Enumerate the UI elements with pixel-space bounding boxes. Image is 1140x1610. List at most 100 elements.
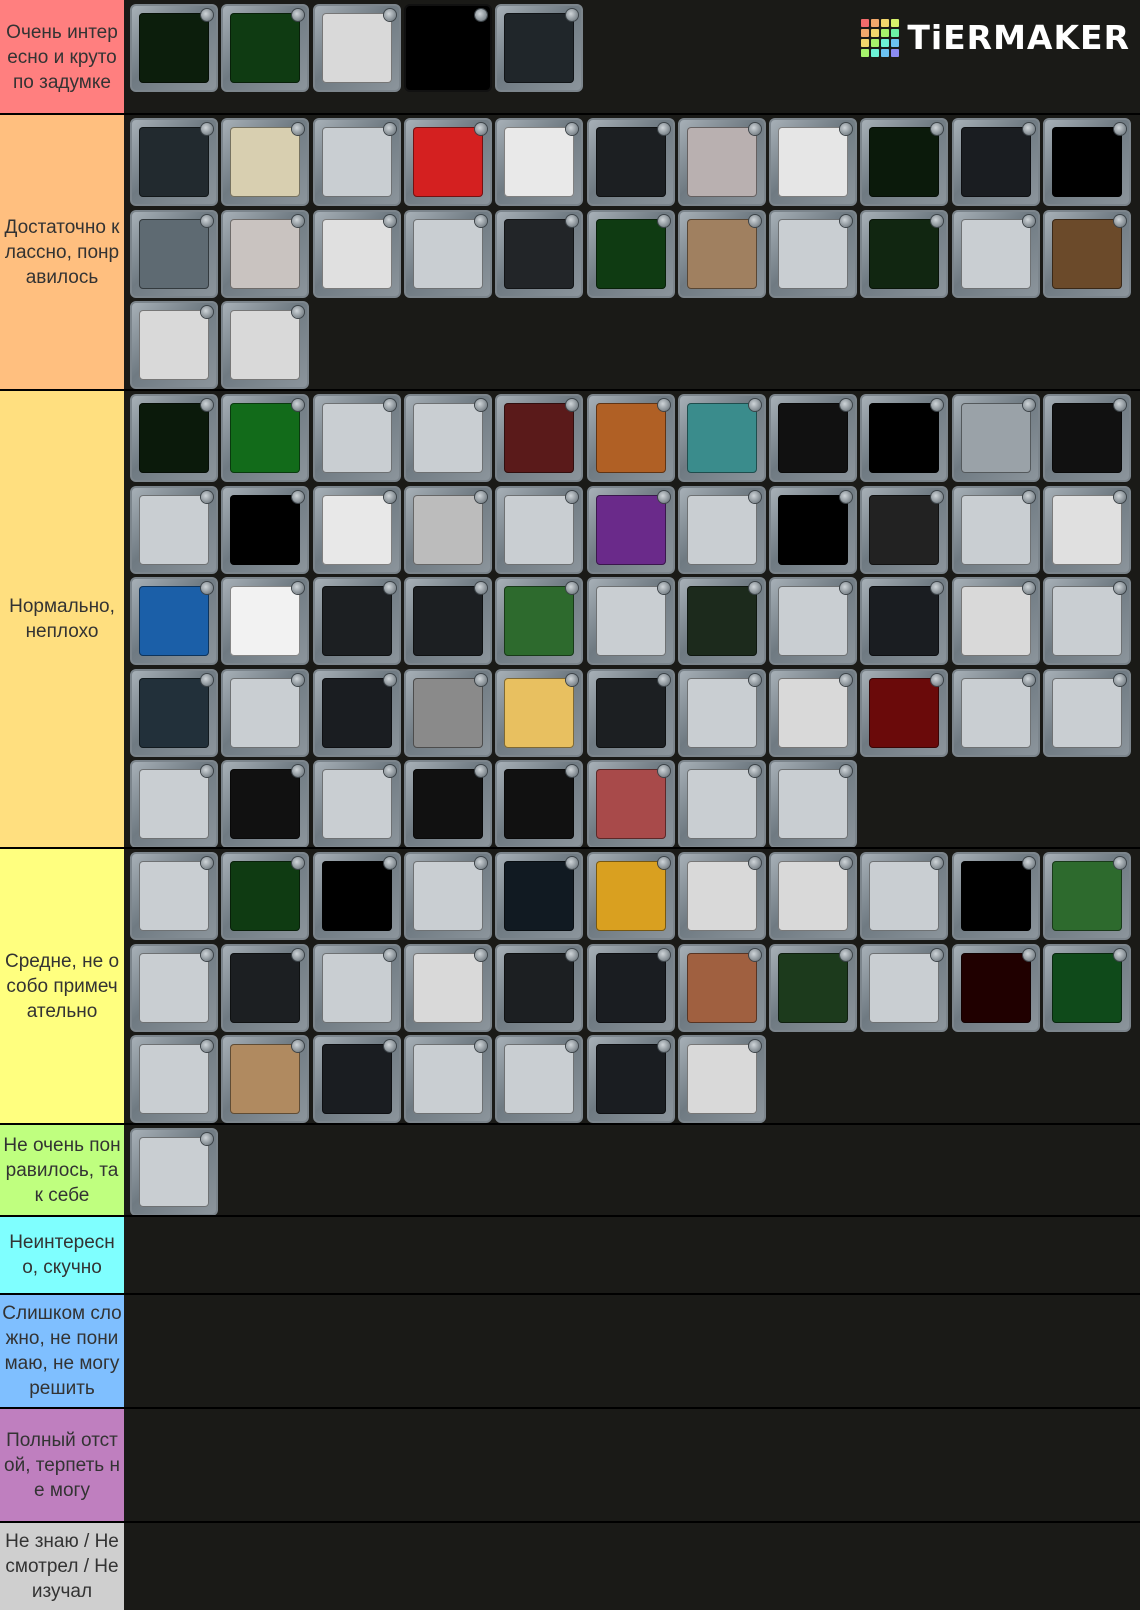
- module-tile[interactable]: [221, 301, 310, 389]
- module-tile[interactable]: [586, 485, 675, 574]
- module-tile[interactable]: [860, 943, 949, 1032]
- module-tile[interactable]: [677, 577, 766, 665]
- module-tile[interactable]: [312, 485, 401, 574]
- module-tile[interactable]: [677, 118, 766, 206]
- module-tile[interactable]: [495, 209, 584, 298]
- module-tile[interactable]: [1043, 852, 1131, 940]
- tier-label[interactable]: Средне, не особо примечательно: [0, 848, 124, 1124]
- module-tile[interactable]: [860, 209, 949, 298]
- module-tile[interactable]: [769, 209, 858, 298]
- module-tile[interactable]: [951, 943, 1040, 1032]
- module-tile[interactable]: [312, 852, 401, 940]
- tier-items[interactable]: [126, 1216, 1140, 1294]
- module-tile[interactable]: [221, 118, 310, 206]
- module-tile[interactable]: [769, 577, 858, 665]
- module-tile[interactable]: [951, 209, 1040, 298]
- module-tile[interactable]: [221, 668, 310, 757]
- module-tile[interactable]: [951, 485, 1040, 574]
- module-tile[interactable]: [586, 668, 675, 757]
- module-tile[interactable]: [586, 1035, 675, 1123]
- tier-items[interactable]: [126, 848, 1140, 1124]
- module-tile[interactable]: [860, 668, 949, 757]
- module-tile[interactable]: [769, 485, 858, 574]
- module-tile[interactable]: [677, 394, 766, 482]
- module-tile[interactable]: [769, 943, 858, 1032]
- module-tile[interactable]: [1043, 668, 1131, 757]
- module-tile[interactable]: [586, 760, 675, 848]
- module-tile[interactable]: [221, 577, 310, 665]
- module-tile[interactable]: [312, 577, 401, 665]
- module-tile[interactable]: [586, 577, 675, 665]
- module-tile[interactable]: [495, 577, 584, 665]
- tier-label[interactable]: Очень интересно и круто по задумке: [0, 0, 124, 114]
- module-tile[interactable]: [403, 394, 492, 482]
- module-tile[interactable]: [403, 4, 492, 92]
- module-tile[interactable]: [1043, 209, 1131, 298]
- module-tile[interactable]: [769, 118, 858, 206]
- module-tile[interactable]: [130, 301, 218, 389]
- module-tile[interactable]: [403, 760, 492, 848]
- module-tile[interactable]: [130, 1128, 218, 1216]
- module-tile[interactable]: [495, 1035, 584, 1123]
- module-tile[interactable]: [951, 394, 1040, 482]
- tier-items[interactable]: [126, 1522, 1140, 1610]
- tier-label[interactable]: Полный отстой, терпеть не могу: [0, 1408, 124, 1522]
- module-tile[interactable]: [769, 852, 858, 940]
- module-tile[interactable]: [586, 852, 675, 940]
- tier-label[interactable]: Не очень понравилось, так себе: [0, 1124, 124, 1216]
- module-tile[interactable]: [312, 209, 401, 298]
- module-tile[interactable]: [403, 1035, 492, 1123]
- module-tile[interactable]: [495, 4, 584, 92]
- module-tile[interactable]: [130, 852, 218, 940]
- module-tile[interactable]: [677, 668, 766, 757]
- module-tile[interactable]: [130, 1035, 218, 1123]
- tier-label[interactable]: Неинтересно, скучно: [0, 1216, 124, 1294]
- module-tile[interactable]: [221, 943, 310, 1032]
- module-tile[interactable]: [312, 760, 401, 848]
- tier-items[interactable]: [126, 1294, 1140, 1408]
- module-tile[interactable]: [403, 577, 492, 665]
- module-tile[interactable]: [1043, 394, 1131, 482]
- module-tile[interactable]: [495, 943, 584, 1032]
- module-tile[interactable]: [495, 118, 584, 206]
- module-tile[interactable]: [951, 852, 1040, 940]
- tier-label[interactable]: Достаточно классно, понравилось: [0, 114, 124, 390]
- module-tile[interactable]: [130, 118, 218, 206]
- module-tile[interactable]: [221, 209, 310, 298]
- module-tile[interactable]: [495, 485, 584, 574]
- tier-items[interactable]: [126, 1408, 1140, 1522]
- module-tile[interactable]: [951, 577, 1040, 665]
- module-tile[interactable]: [130, 943, 218, 1032]
- module-tile[interactable]: [403, 485, 492, 574]
- module-tile[interactable]: [130, 209, 218, 298]
- module-tile[interactable]: [130, 668, 218, 757]
- tier-label[interactable]: Не знаю / Не смотрел / Не изучал: [0, 1522, 124, 1610]
- module-tile[interactable]: [312, 668, 401, 757]
- module-tile[interactable]: [130, 760, 218, 848]
- module-tile[interactable]: [769, 668, 858, 757]
- module-tile[interactable]: [403, 118, 492, 206]
- module-tile[interactable]: [586, 394, 675, 482]
- module-tile[interactable]: [221, 760, 310, 848]
- module-tile[interactable]: [403, 852, 492, 940]
- module-tile[interactable]: [860, 118, 949, 206]
- tier-label[interactable]: Слишком сложно, не понимаю, не могу реши…: [0, 1294, 124, 1408]
- module-tile[interactable]: [403, 668, 492, 757]
- module-tile[interactable]: [586, 943, 675, 1032]
- tier-items[interactable]: [126, 1124, 1140, 1216]
- module-tile[interactable]: [495, 394, 584, 482]
- module-tile[interactable]: [677, 943, 766, 1032]
- module-tile[interactable]: [130, 4, 218, 92]
- module-tile[interactable]: [312, 4, 401, 92]
- tier-items[interactable]: [126, 0, 1140, 114]
- module-tile[interactable]: [860, 394, 949, 482]
- module-tile[interactable]: [586, 209, 675, 298]
- module-tile[interactable]: [860, 577, 949, 665]
- module-tile[interactable]: [221, 485, 310, 574]
- module-tile[interactable]: [221, 394, 310, 482]
- module-tile[interactable]: [130, 577, 218, 665]
- module-tile[interactable]: [1043, 943, 1131, 1032]
- module-tile[interactable]: [221, 1035, 310, 1123]
- module-tile[interactable]: [951, 118, 1040, 206]
- module-tile[interactable]: [677, 760, 766, 848]
